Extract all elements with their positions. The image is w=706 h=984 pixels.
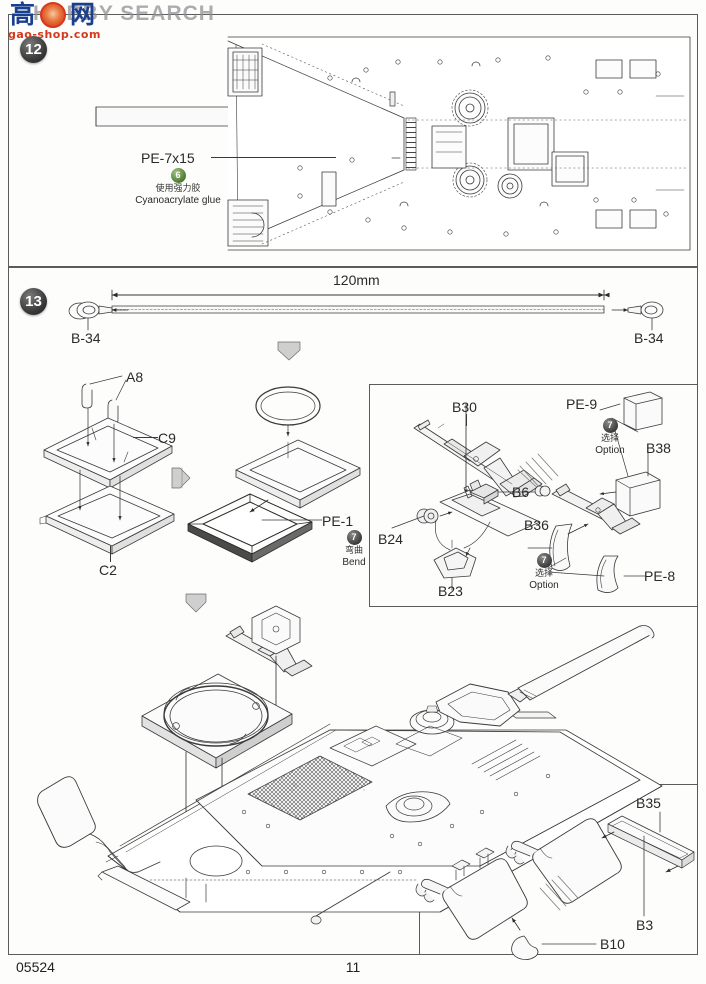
- note-bend: 7 弯曲 Bend: [306, 530, 402, 569]
- page-footer: 05524 11: [0, 955, 706, 984]
- label-pe-1: PE-1: [322, 513, 354, 529]
- option-note-en-lower: Option: [529, 580, 559, 591]
- label-b23: B23: [438, 583, 463, 599]
- leader-pe-7x15: [211, 157, 336, 158]
- bend-badge-icon: 7: [346, 530, 362, 545]
- step-13-panel: [8, 267, 698, 955]
- glue-badge-icon: 6: [170, 168, 186, 183]
- step-number-13: 13: [20, 288, 47, 315]
- label-c2: C2: [99, 562, 117, 578]
- label-a8: A8: [126, 369, 144, 385]
- note-cyanoacrylate-glue: 6 使用强力胶 Cyanoacrylate glue: [130, 168, 226, 207]
- option-note-cn-upper: 选择: [600, 434, 619, 444]
- leader-c2: [110, 546, 111, 562]
- label-b3: B3: [636, 917, 654, 933]
- page-number: 11: [345, 959, 361, 975]
- machine-gun-inset-panel: [369, 384, 698, 607]
- bend-note-en: Bend: [342, 557, 366, 568]
- step-12-panel: [8, 14, 698, 267]
- label-c9: C9: [158, 430, 176, 446]
- option-note-en-upper: Option: [595, 445, 625, 456]
- label-b24: B24: [378, 531, 403, 547]
- kit-number: 05524: [16, 959, 55, 975]
- label-b38: B38: [646, 440, 671, 456]
- label-b36: B36: [524, 517, 549, 533]
- option-note-cn-lower: 选择: [534, 569, 553, 579]
- option-badge-icon-upper: 7: [602, 418, 618, 433]
- step-number-12: 12: [20, 36, 47, 63]
- label-b-34-left: B-34: [71, 330, 101, 346]
- label-b30: B30: [452, 399, 477, 415]
- label-b6: B6: [512, 484, 530, 500]
- label-b35: B35: [636, 795, 661, 811]
- option-badge-icon-lower: 7: [536, 553, 552, 568]
- label-cable-length: 120mm: [333, 272, 380, 288]
- label-b-34-right: B-34: [634, 330, 664, 346]
- label-pe-8: PE-8: [644, 568, 676, 584]
- glue-note-cn: 使用强力胶: [155, 184, 201, 194]
- label-b10: B10: [600, 936, 625, 952]
- leader-b30: [466, 414, 467, 426]
- leader-c9: [133, 437, 158, 438]
- note-option-lower: 7 选择 Option: [496, 553, 592, 592]
- label-pe-9: PE-9: [566, 396, 598, 412]
- label-pe-7x15: PE-7x15: [141, 150, 195, 166]
- glue-note-en: Cyanoacrylate glue: [135, 195, 221, 206]
- bend-note-cn: 弯曲: [344, 546, 363, 556]
- note-option-upper: 7 选择 Option: [562, 418, 658, 457]
